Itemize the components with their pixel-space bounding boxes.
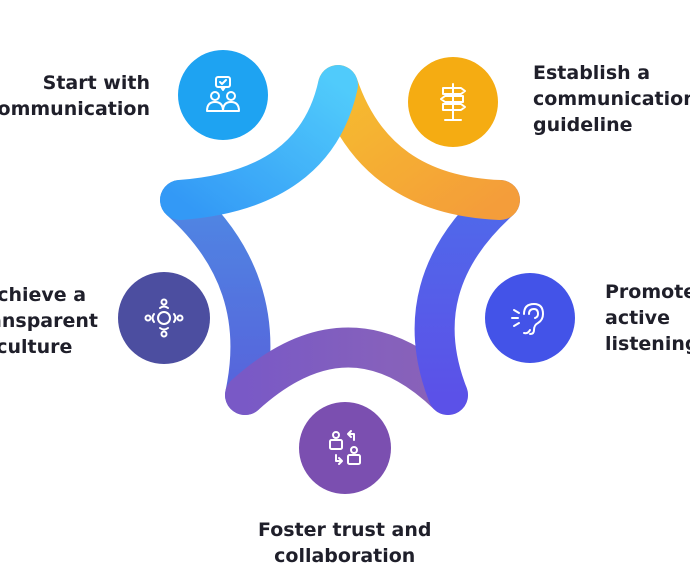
collaboration-exchange-icon [329,430,361,465]
star-segment-right [414,180,520,415]
step-achieve-label: Achieve atransparentculture [0,284,98,358]
star-segment-blue [160,65,358,220]
team-circle-icon [144,298,184,338]
signpost-icon [440,83,466,121]
step-start-circle [178,50,268,140]
step-foster-circle [299,402,391,494]
listening-ear-icon [511,303,544,335]
step-achieve-circle [118,272,210,364]
step-promote-circle [485,273,575,363]
communication-icon [206,76,240,112]
star-connector [160,65,520,415]
step-establish-circle [408,57,498,147]
